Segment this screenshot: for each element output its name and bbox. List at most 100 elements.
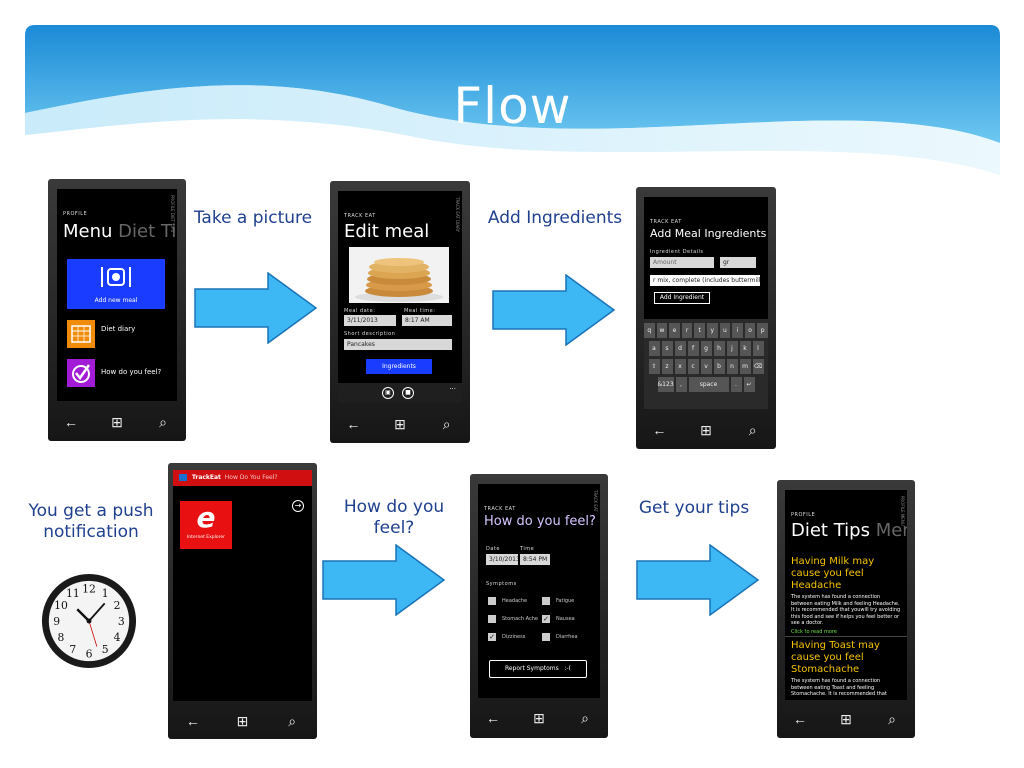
search-icon[interactable]: ⌕ [288,712,297,729]
pivot-menu[interactable]: Menu [63,221,113,242]
report-symptoms-button[interactable]: Report Symptoms :-( [489,660,587,678]
pivot-diet-tips[interactable]: Diet Tips [118,221,177,242]
keyboard-key[interactable]: k [739,341,751,356]
diet-diary-tile[interactable]: Diet diary [67,320,167,350]
meal-date-field[interactable]: 3/11/2013 [344,315,396,326]
edit-meal-title: Edit meal [344,221,430,242]
windows-start-icon[interactable]: ⊞ [533,709,545,726]
unit-select[interactable]: gr [720,257,756,268]
keyboard-key[interactable]: space [688,377,729,392]
toast-notification[interactable]: TrackEat How Do You Feel? [173,470,312,486]
tip-item-toast[interactable]: Having Toast may cause you feel Stomacha… [791,640,901,698]
date-field[interactable]: 3/10/2013 [486,554,518,565]
pivot-menu[interactable]: Menu [875,520,907,541]
keyboard-key[interactable]: &123 [657,377,674,392]
search-icon[interactable]: ⌕ [581,709,589,726]
back-icon[interactable]: ← [346,416,361,432]
keyboard-key[interactable]: e [669,323,680,338]
back-icon[interactable]: ← [185,713,200,729]
arrow-right-icon[interactable]: → [292,500,304,512]
how-do-you-feel-tile[interactable]: How do you feel? [67,359,177,389]
symptom-label: Headache [502,598,528,604]
symptom-checkbox[interactable]: ✓Nausea [542,610,596,628]
keyboard-key[interactable]: l [752,341,764,356]
keyboard-key[interactable]: o [744,323,756,338]
search-icon[interactable]: ⌕ [442,415,451,432]
add-ingredient-button[interactable]: Add Ingredient [654,292,710,304]
meal-date-label: Meal date: [344,308,376,314]
back-icon[interactable]: ← [793,711,807,727]
keyboard-key[interactable]: d [674,341,686,356]
windows-start-icon[interactable]: ⊞ [236,712,249,729]
checkbox-unchecked-icon[interactable] [488,615,496,623]
symptom-checkbox[interactable]: Fatigue [542,592,596,610]
slide-title: Flow [453,77,572,135]
ingredients-button[interactable]: Ingredients [366,359,432,374]
keyboard-key[interactable]: , [675,377,687,392]
add-new-meal-tile[interactable]: Add new meal [67,259,165,309]
keyboard-key[interactable]: x [674,359,686,374]
keyboard-key[interactable]: z [661,359,673,374]
ingredient-input[interactable]: r mix, complete (includes buttermilk) [650,275,760,286]
search-icon[interactable]: ⌕ [888,710,896,727]
windows-start-icon[interactable]: ⊞ [394,415,406,432]
keyboard-key[interactable]: . [730,377,742,392]
keyboard-key[interactable]: i [732,323,743,338]
internet-explorer-tile[interactable]: e Internet Explorer [180,501,232,549]
checkbox-checked-icon[interactable]: ✓ [488,633,496,641]
symptom-label: Diarrhea [556,634,578,640]
symptom-checkbox[interactable]: Diarrhea [542,628,596,646]
keyboard-key[interactable]: h [713,341,725,356]
menu-pivot-title: Menu Diet Tips [63,221,177,242]
keyboard-key[interactable]: m [739,359,751,374]
meal-time-field[interactable]: 8:17 AM [402,315,452,326]
keyboard-key[interactable]: ⇧ [648,359,660,374]
how-do-you-feel-title: How do you feel? [484,514,596,529]
checkbox-checked-icon[interactable]: ✓ [542,615,550,623]
keyboard-key[interactable]: t [694,323,705,338]
keyboard-key[interactable]: g [700,341,712,356]
keyboard-key[interactable]: q [644,323,655,338]
tip-item-milk[interactable]: Having Milk may cause you feel Headache … [791,556,901,635]
checkbox-unchecked-icon[interactable] [542,597,550,605]
keyboard-key[interactable]: c [687,359,699,374]
checkbox-unchecked-icon[interactable] [488,597,496,605]
windows-start-icon[interactable]: ⊞ [111,413,123,430]
checkbox-unchecked-icon[interactable] [542,633,550,641]
keyboard-key[interactable]: p [757,323,768,338]
keyboard-key[interactable]: j [726,341,738,356]
keyboard-key[interactable]: v [700,359,712,374]
keyboard-key[interactable]: y [707,323,718,338]
save-icon[interactable]: ▣ [382,387,394,399]
pivot-diet-tips[interactable]: Diet Tips [791,520,870,541]
keyboard-key[interactable]: n [726,359,738,374]
keyboard-key[interactable]: u [719,323,731,338]
keyboard-key[interactable]: w [656,323,668,338]
search-icon[interactable]: ⌕ [159,413,167,430]
time-field[interactable]: 8:54 PM [520,554,550,565]
short-desc-field[interactable]: Pancakes [344,339,452,350]
symptom-checkbox[interactable]: Stomach Ache [488,610,542,628]
phone-menu-screen: PROFILE Menu Diet Tips Add new meal Diet… [48,179,186,441]
read-more-link[interactable]: Click to read more [791,628,837,635]
keyboard-key[interactable]: r [681,323,693,338]
keyboard-key[interactable]: ⌫ [752,359,764,374]
back-icon[interactable]: ← [64,414,78,430]
windows-start-icon[interactable]: ⊞ [840,710,852,727]
search-icon[interactable]: ⌕ [748,421,757,438]
keyboard-key[interactable]: a [648,341,660,356]
back-icon[interactable]: ← [486,710,500,726]
back-icon[interactable]: ← [652,422,667,438]
keyboard-key[interactable]: ↵ [743,377,755,392]
caption-how-do-you-feel: How do you feel? [343,497,445,538]
amount-input[interactable]: Amount [650,257,714,268]
windows-start-icon[interactable]: ⊞ [700,421,712,438]
keyboard-key[interactable]: s [661,341,673,356]
keyboard-key[interactable]: f [687,341,699,356]
delete-icon[interactable]: ■ [402,387,414,399]
symptom-checkbox[interactable]: Headache [488,592,542,610]
pancake-photo [349,247,449,303]
more-icon[interactable]: ... [449,383,456,391]
symptom-checkbox[interactable]: ✓Dizziness [488,628,542,646]
keyboard-key[interactable]: b [713,359,725,374]
